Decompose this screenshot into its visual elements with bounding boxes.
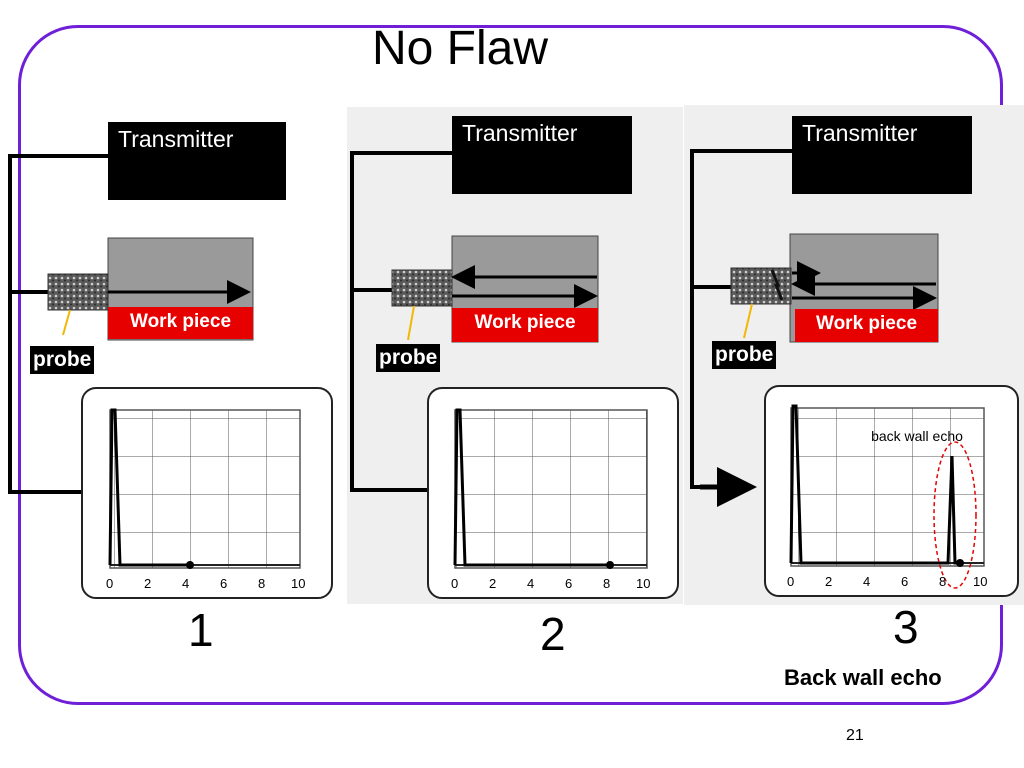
slide-title: No Flaw	[371, 22, 549, 75]
panel-3-diagram: back wall echo 0 2 4 6 8 10	[690, 149, 1019, 597]
panel-3-transmitter: Transmitter	[792, 116, 972, 194]
svg-text:4: 4	[863, 574, 870, 589]
panel-3-echo-annotation: back wall echo	[871, 428, 963, 444]
panel-2-probe-pointer	[407, 305, 415, 341]
page-number: 21	[846, 727, 864, 744]
panel-3-number: 3	[893, 601, 919, 653]
svg-text:0: 0	[451, 576, 458, 591]
svg-text:10: 10	[636, 576, 650, 591]
back-wall-echo-caption: Back wall echo	[784, 665, 942, 690]
svg-text:0: 0	[106, 576, 113, 591]
panel-2-number: 2	[540, 608, 566, 660]
panel-2-trace	[453, 408, 610, 567]
panel-2-cable	[350, 151, 452, 492]
svg-text:0: 0	[787, 574, 794, 589]
panel-2-transmitter: Transmitter	[452, 116, 632, 194]
svg-text:8: 8	[603, 576, 610, 591]
panel-1-transmitter: Transmitter	[108, 122, 286, 200]
panel-1-probe	[47, 273, 109, 311]
svg-text:4: 4	[182, 576, 189, 591]
panel-1-diagram: 0 2 4 6 8 10	[8, 154, 333, 599]
svg-text:8: 8	[258, 576, 265, 591]
panel-2-probe	[391, 269, 453, 307]
panel-1-cable	[8, 154, 108, 494]
svg-text:10: 10	[291, 576, 305, 591]
panel-3-probe-pointer	[743, 303, 753, 339]
svg-text:10: 10	[973, 574, 987, 589]
panel-3-probe-label: probe	[712, 341, 777, 369]
panel-3-axis-ticks: 0 2 4 6 8 10	[787, 574, 987, 589]
panel-3-echo-marker	[933, 441, 977, 589]
panel-2-diagram: 0 2 4 6 8 10	[350, 151, 679, 599]
panel-2-probe-label: probe	[376, 344, 441, 372]
panel-2-workpiece-label: Work piece	[452, 308, 598, 342]
svg-text:6: 6	[565, 576, 572, 591]
svg-text:6: 6	[220, 576, 227, 591]
panel-1-number: 1	[188, 604, 214, 656]
svg-text:2: 2	[489, 576, 496, 591]
panel-1-axis-ticks: 0 2 4 6 8 10	[106, 576, 305, 591]
panel-1-probe-label: probe	[30, 346, 95, 374]
svg-text:4: 4	[527, 576, 534, 591]
panel-1-workpiece-label: Work piece	[108, 307, 253, 339]
panel-1-trace	[108, 408, 190, 567]
panel-2-axis-ticks: 0 2 4 6 8 10	[451, 576, 650, 591]
panel-3-workpiece-label: Work piece	[795, 309, 938, 342]
svg-text:2: 2	[144, 576, 151, 591]
panel-1-probe-pointer	[62, 309, 71, 336]
svg-text:6: 6	[901, 574, 908, 589]
svg-text:2: 2	[825, 574, 832, 589]
svg-text:8: 8	[939, 574, 946, 589]
panel-3-trace	[789, 404, 962, 565]
